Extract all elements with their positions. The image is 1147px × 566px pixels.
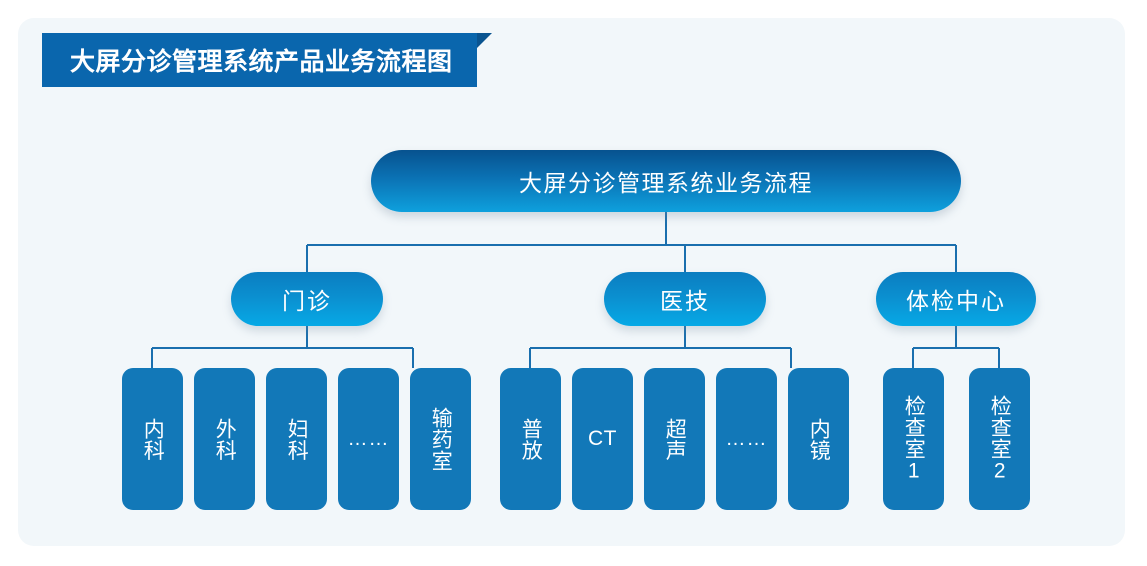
node-leaf-medtech-ellipsis-label: ……: [725, 427, 768, 450]
node-leaf-outpatient-ellipsis[interactable]: ……: [338, 368, 399, 510]
node-branch-outpatient[interactable]: 门诊: [231, 272, 383, 326]
node-branch-exam-label: 体检中心: [906, 288, 1006, 314]
node-branch-outpatient-label: 门诊: [282, 288, 332, 314]
node-leaf-neike-label: 内科: [141, 417, 165, 461]
node-leaf-pufang[interactable]: 普放: [500, 368, 561, 510]
node-leaf-neijing-label: 内镜: [807, 417, 831, 461]
node-leaf-ct[interactable]: CT: [572, 368, 633, 510]
node-branch-medtech[interactable]: 医技: [604, 272, 766, 326]
node-leaf-fuke-label: 妇科: [285, 417, 309, 461]
node-leaf-chaosheng[interactable]: 超声: [644, 368, 705, 510]
title-banner: 大屏分诊管理系统产品业务流程图: [42, 33, 492, 87]
node-leaf-ct-label: CT: [588, 427, 617, 451]
node-root[interactable]: 大屏分诊管理系统业务流程: [371, 150, 961, 212]
node-leaf-medtech-ellipsis[interactable]: ……: [716, 368, 777, 510]
node-leaf-examroom-2[interactable]: 检查室2: [969, 368, 1030, 510]
node-leaf-waike[interactable]: 外科: [194, 368, 255, 510]
node-leaf-examroom-1-label: 检查室1: [902, 395, 926, 483]
node-leaf-waike-label: 外科: [213, 417, 237, 461]
node-root-label: 大屏分诊管理系统业务流程: [519, 170, 813, 196]
node-leaf-examroom-2-label: 检查室2: [988, 395, 1012, 483]
node-leaf-fuke[interactable]: 妇科: [266, 368, 327, 510]
node-leaf-pufang-label: 普放: [519, 417, 543, 461]
node-branch-medtech-label: 医技: [660, 288, 710, 314]
page-title: 大屏分诊管理系统产品业务流程图: [70, 48, 453, 76]
node-branch-exam[interactable]: 体检中心: [876, 272, 1036, 326]
node-leaf-shuyaoshi[interactable]: 输药室: [410, 368, 471, 510]
node-leaf-chaosheng-label: 超声: [663, 417, 687, 461]
node-leaf-neike[interactable]: 内科: [122, 368, 183, 510]
node-leaf-neijing[interactable]: 内镜: [788, 368, 849, 510]
banner-fold-corner-icon: [476, 33, 492, 48]
node-leaf-shuyaoshi-label: 输药室: [429, 406, 453, 472]
node-leaf-examroom-1[interactable]: 检查室1: [883, 368, 944, 510]
node-leaf-outpatient-ellipsis-label: ……: [347, 427, 390, 450]
